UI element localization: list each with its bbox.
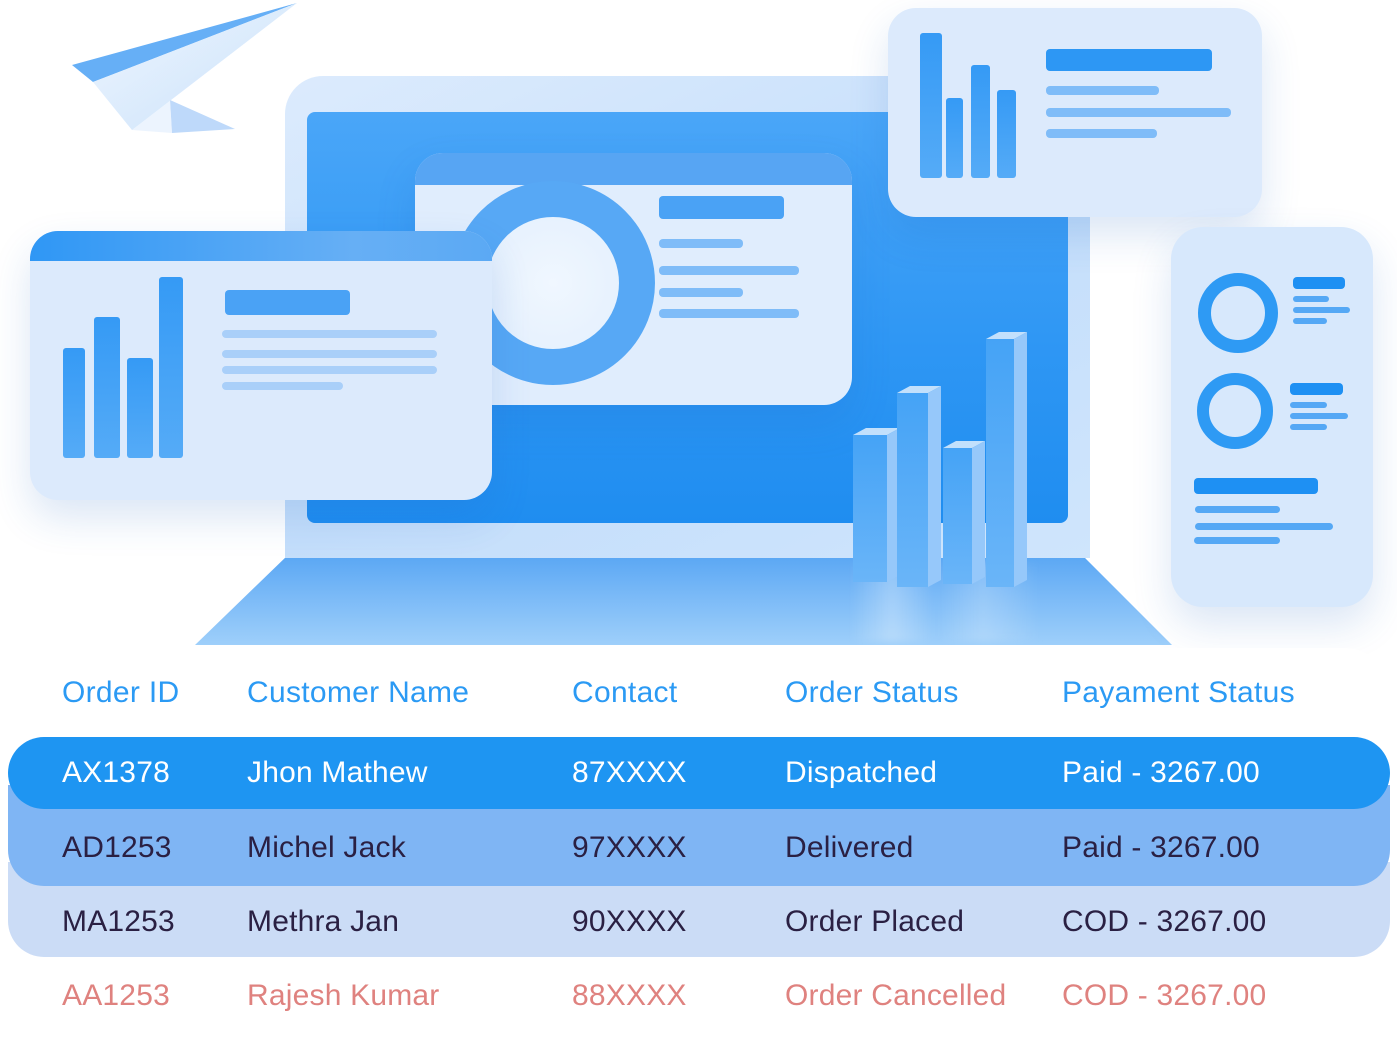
dashboard-illustration	[30, 3, 1373, 645]
text-line	[659, 266, 799, 275]
text-line	[222, 350, 437, 358]
col-header-order-status: Order Status	[785, 675, 959, 709]
text-line	[222, 382, 343, 390]
table-header-row: Order ID Customer Name Contact Order Sta…	[8, 648, 1390, 737]
bar-chart-card-top-right	[888, 8, 1262, 217]
bar-chart-bar	[997, 90, 1016, 178]
text-line	[1194, 537, 1280, 544]
cell-customer-name: Michel Jack	[247, 830, 406, 864]
cell-order-status: Dispatched	[785, 756, 938, 789]
mobile-stats-card	[1171, 227, 1373, 607]
cell-payment-status: COD - 3267.00	[1062, 979, 1267, 1012]
text-block	[225, 290, 350, 315]
cell-order-status: Order Placed	[785, 904, 965, 938]
cell-contact: 88XXXX	[572, 979, 687, 1012]
text-line	[1046, 108, 1231, 117]
bar-chart-bar	[159, 277, 183, 458]
cell-order-id: AD1253	[62, 830, 172, 864]
bar-chart-bar	[63, 348, 85, 458]
col-header-payment-status: Payament Status	[1062, 675, 1295, 709]
cell-payment-status: COD - 3267.00	[1062, 904, 1267, 938]
cell-order-id: AA1253	[62, 979, 170, 1012]
cell-contact: 97XXXX	[572, 830, 687, 864]
cell-customer-name: Rajesh Kumar	[247, 979, 440, 1012]
bar-chart-bar	[94, 317, 120, 458]
text-line	[222, 330, 437, 338]
text-line	[1293, 318, 1327, 324]
text-line	[1290, 413, 1348, 419]
text-line	[659, 309, 799, 318]
bar-chart-bar	[946, 98, 963, 178]
table-row-selected[interactable]: AX1378 Jhon Mathew 87XXXX Dispatched Pai…	[8, 737, 1390, 809]
cell-customer-name: Methra Jan	[247, 904, 400, 938]
card-header	[30, 231, 492, 261]
3d-bar-chart-icon	[853, 332, 1027, 587]
text-line	[1195, 523, 1333, 530]
text-block	[1194, 478, 1318, 494]
cell-payment-status: Paid - 3267.00	[1062, 830, 1260, 864]
text-block	[1293, 277, 1345, 289]
card-header	[415, 153, 852, 185]
text-line	[1046, 86, 1159, 95]
bar-chart-card-left	[30, 231, 492, 500]
text-line	[1046, 129, 1157, 138]
text-block	[1046, 49, 1212, 71]
text-block	[659, 196, 784, 219]
cell-contact: 87XXXX	[572, 756, 687, 789]
col-header-order-id: Order ID	[62, 675, 180, 709]
bar-chart-bar	[971, 65, 990, 178]
text-line	[1290, 402, 1327, 408]
cell-order-id: MA1253	[62, 904, 175, 938]
bar-chart-bar	[127, 358, 153, 458]
cell-order-id: AX1378	[62, 756, 170, 789]
text-line	[1290, 424, 1327, 430]
text-line	[1195, 506, 1280, 513]
bar-chart-bar	[920, 33, 942, 178]
donut-chart-icon	[1198, 273, 1278, 353]
cell-contact: 90XXXX	[572, 904, 687, 938]
col-header-customer-name: Customer Name	[247, 675, 470, 709]
cell-order-status: Delivered	[785, 830, 914, 864]
col-header-contact: Contact	[572, 675, 678, 709]
text-line	[1293, 296, 1329, 302]
paper-plane-icon	[72, 3, 297, 133]
donut-chart-icon	[1197, 373, 1273, 449]
text-line	[222, 366, 437, 374]
cell-payment-status: Paid - 3267.00	[1062, 756, 1260, 789]
cell-order-status: Order Cancelled	[785, 979, 1007, 1012]
text-block	[1290, 383, 1343, 395]
text-line	[659, 288, 743, 297]
cell-customer-name: Jhon Mathew	[247, 756, 428, 789]
orders-table: Order ID Customer Name Contact Order Sta…	[8, 648, 1390, 1038]
text-line	[659, 239, 743, 248]
text-line	[1293, 307, 1350, 313]
